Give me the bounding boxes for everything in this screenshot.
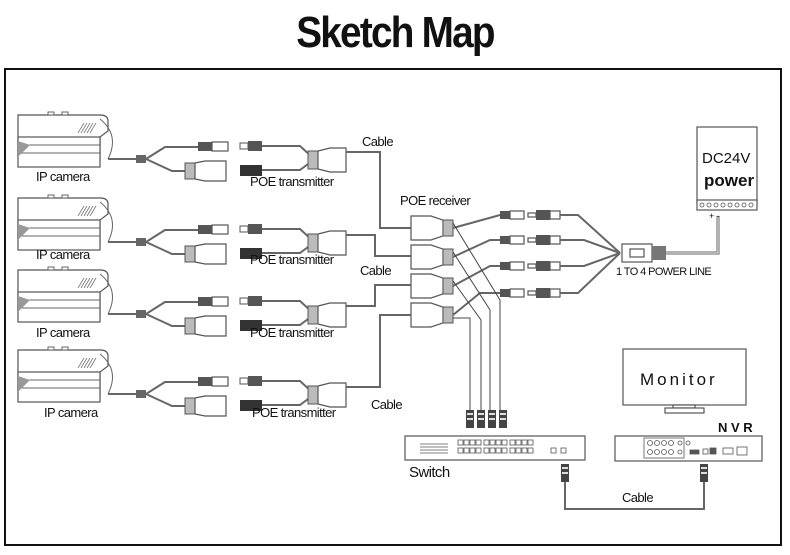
rj45-plug-icon (700, 464, 708, 482)
cable-line-1 (346, 151, 411, 229)
ip-camera-icon (17, 346, 147, 403)
poe-receiver-stack (410, 215, 454, 328)
rj45-plug-icon (499, 410, 507, 428)
ip-camera-icon (17, 194, 147, 251)
monitor-icon (622, 348, 747, 414)
power-connector-icon (499, 209, 561, 221)
ethernet-line-1 (452, 222, 501, 410)
diagram-frame (4, 68, 782, 546)
power-line-label: 1 TO 4 POWER LINE (616, 266, 711, 278)
transmitter-label: POE transmitter (250, 174, 335, 189)
rj45-plug-icon (477, 410, 485, 428)
poe-receiver-icon (410, 215, 454, 241)
poe-receiver-icon (410, 302, 454, 328)
cable-label: Cable (622, 490, 653, 505)
ip-camera-icon (17, 266, 147, 323)
cable-label: Cable (371, 397, 402, 412)
switch-label: Switch (409, 464, 450, 481)
rj45-plug-icon (466, 410, 474, 428)
receiver-label: POE receiver (400, 193, 471, 208)
cable-line-4 (346, 314, 411, 388)
power-supply-icon (696, 126, 758, 211)
cable-label: Cable (360, 263, 391, 278)
cable-label: Cable (362, 134, 393, 149)
nvr-label: N V R (718, 420, 753, 435)
transmitter-label: POE transmitter (250, 325, 335, 340)
nvr-icon (614, 435, 763, 462)
diagram-title: Sketch Map (296, 8, 495, 57)
poe-receiver-icon (410, 244, 454, 270)
ethernet-line-3 (452, 280, 482, 410)
power-connector-icon (499, 260, 561, 272)
ethernet-line-4 (453, 317, 471, 410)
camera-label: IP camera (44, 405, 99, 420)
power-connector-icon (499, 234, 561, 246)
rj45-plug-icon (561, 464, 569, 482)
power-connector-icon (499, 287, 561, 299)
camera-label: IP camera (36, 325, 91, 340)
switch-nvr-cable (564, 482, 705, 510)
poe-receiver-icon (410, 273, 454, 299)
power-label: power (704, 171, 754, 190)
power-terminals-label: + - (709, 211, 720, 221)
camera-label: IP camera (36, 247, 91, 262)
monitor-label: Monitor (640, 370, 718, 389)
power-voltage-label: DC24V (702, 150, 750, 167)
transmitter-label: POE transmitter (250, 252, 335, 267)
network-switch-icon (404, 435, 586, 461)
power-splitter-icon (621, 243, 666, 263)
cable-line-2 (346, 234, 411, 257)
ip-camera-icon (17, 111, 147, 168)
ethernet-line-2 (452, 251, 491, 410)
camera-label: IP camera (36, 169, 91, 184)
rj45-plug-icon (488, 410, 496, 428)
transmitter-label: POE transmitter (252, 405, 337, 420)
cable-line-3 (346, 284, 411, 307)
